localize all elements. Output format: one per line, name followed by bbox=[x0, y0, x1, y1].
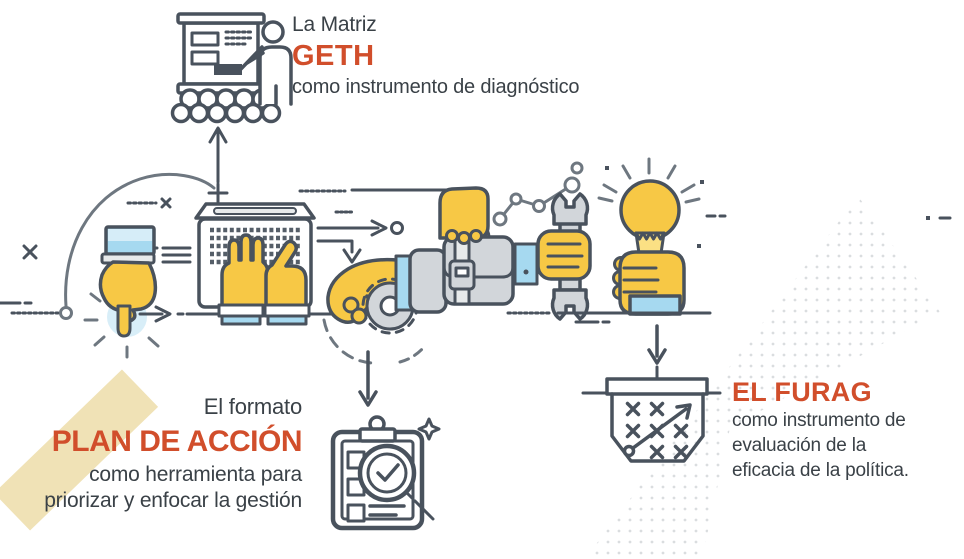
plan-caption-line1: como herramienta para bbox=[89, 463, 302, 486]
geth-caption: como instrumento de diagnóstico bbox=[292, 76, 580, 98]
right-typing-hand bbox=[264, 239, 308, 309]
plan-caption-line2: priorizar y enfocar la gestión bbox=[44, 489, 302, 512]
arc-line bbox=[64, 172, 216, 308]
growth-chart-icon bbox=[492, 161, 584, 227]
checklist-magnifier-icon bbox=[330, 350, 441, 531]
typing-laptop-icon bbox=[194, 202, 316, 326]
furag-caption-line1: como instrumento de bbox=[732, 410, 906, 431]
up-arrow bbox=[207, 126, 229, 204]
presentation-board-icon bbox=[170, 12, 293, 124]
pressing-hand-icon bbox=[83, 225, 160, 359]
toolbox-machine-icon bbox=[394, 186, 515, 314]
geth-title: GETH bbox=[292, 40, 375, 72]
furag-caption-line2: evaluación de la bbox=[732, 435, 867, 456]
furag-section: EL FURAG como instrumento de evaluación … bbox=[732, 376, 947, 483]
idea-bulb-hand-icon bbox=[597, 157, 727, 316]
left-typing-hand bbox=[220, 233, 270, 309]
furag-title: EL FURAG bbox=[732, 377, 872, 407]
geth-section: La Matriz GETH como instrumento de diagn… bbox=[292, 12, 579, 100]
plan-intro: El formato bbox=[203, 394, 302, 419]
geth-intro: La Matriz bbox=[292, 13, 377, 36]
plan-section: El formato PLAN DE ACCIÓN como herramien… bbox=[30, 392, 302, 514]
left-decor bbox=[0, 197, 192, 320]
mid-decor bbox=[298, 188, 448, 264]
furag-caption-line3: eficacia de la política. bbox=[732, 460, 909, 481]
strategy-board-icon bbox=[581, 324, 722, 463]
right-baseline bbox=[506, 216, 952, 324]
plan-title: PLAN DE ACCIÓN bbox=[51, 425, 303, 458]
dots-triangle bbox=[585, 196, 940, 559]
audience-icon bbox=[170, 88, 282, 124]
wrench-hand-icon bbox=[513, 192, 592, 321]
carrying-hand bbox=[438, 186, 490, 240]
